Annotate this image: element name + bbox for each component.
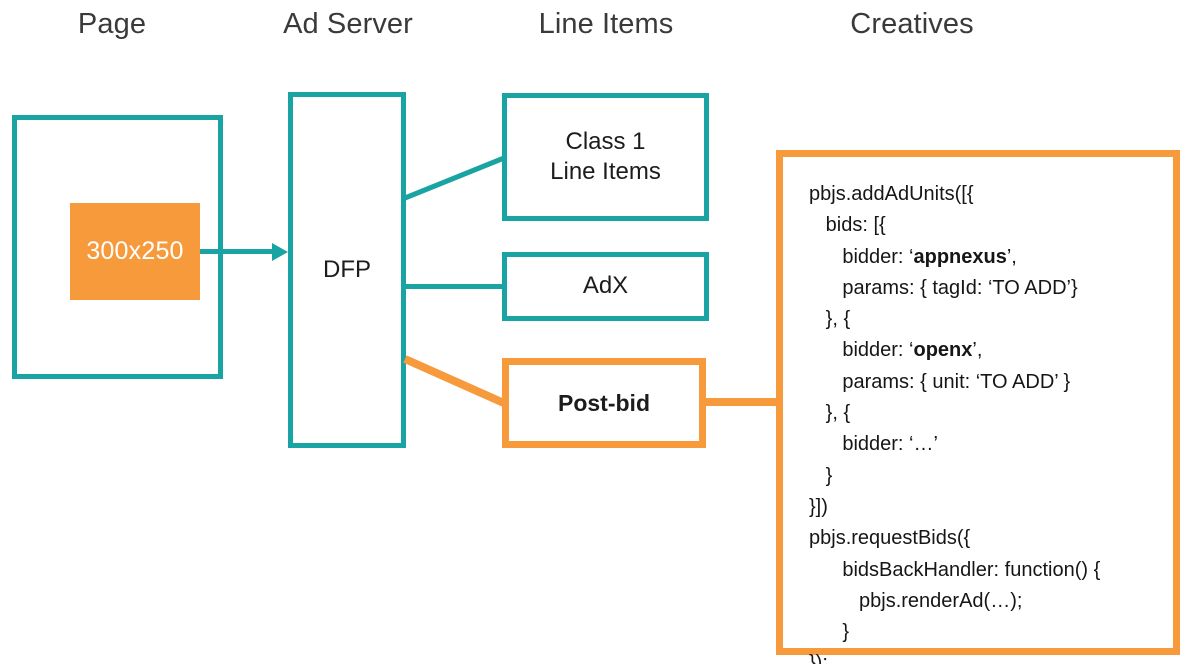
code-bidder-name: openx: [913, 339, 973, 362]
line-item-class1-box[interactable]: Class 1 Line Items: [502, 93, 709, 221]
line-item-adx-label: AdX: [582, 272, 629, 300]
code-line: bidsBackHandler: function() {: [809, 558, 1101, 581]
connector-dfp-to-postbid: [403, 355, 508, 408]
line-item-adx-box[interactable]: AdX: [502, 252, 709, 321]
line-item-class1-line2: Line Items: [550, 158, 661, 185]
line-item-class1-label: Class 1 Line Items: [550, 127, 661, 187]
code-line: bidder: ‘openx’,: [809, 339, 983, 362]
code-line: pbjs.renderAd(…);: [809, 589, 1023, 612]
connector-postbid-to-code: [700, 398, 782, 406]
code-line: params: { unit: ‘TO ADD’ }: [809, 370, 1071, 393]
column-header-ad-server: Ad Server: [283, 8, 413, 40]
code-line: }: [809, 464, 833, 487]
code-line: });: [809, 652, 828, 664]
connector-arrowhead-icon: [272, 243, 288, 261]
connector-dfp-to-adx: [402, 284, 504, 289]
creative-slot-300x250[interactable]: 300x250: [70, 203, 200, 300]
column-header-line-items: Line Items: [538, 8, 674, 40]
ad-server-dfp-label: DFP: [323, 255, 371, 283]
code-line: bidder: ‘appnexus’,: [809, 245, 1017, 268]
line-item-postbid-box[interactable]: Post-bid: [502, 358, 706, 448]
code-line: }]): [809, 495, 828, 518]
code-line: }: [809, 621, 850, 644]
code-line: bidder: ‘…’: [809, 433, 938, 456]
line-item-class1-line1: Class 1: [565, 127, 646, 155]
creatives-code-text: pbjs.addAdUnits([{ bids: [{ bidder: ‘app…: [809, 179, 1100, 664]
code-line: params: { tagId: ‘TO ADD’}: [809, 276, 1078, 299]
ad-server-dfp-box[interactable]: DFP: [288, 92, 406, 448]
code-line: pbjs.addAdUnits([{: [809, 183, 974, 205]
code-line: }, {: [809, 308, 851, 331]
code-line: pbjs.requestBids({: [809, 527, 971, 550]
code-line: bids: [{: [809, 214, 886, 237]
column-header-creatives: Creatives: [850, 8, 974, 40]
connector-page-to-dfp: [200, 249, 278, 254]
line-item-postbid-label: Post-bid: [558, 389, 650, 416]
connector-dfp-to-class1: [404, 155, 505, 201]
column-header-page: Page: [77, 8, 147, 40]
code-line: }, {: [809, 402, 851, 425]
creatives-code-box[interactable]: pbjs.addAdUnits([{ bids: [{ bidder: ‘app…: [776, 150, 1180, 664]
code-bidder-name: appnexus: [913, 245, 1007, 268]
creative-slot-label: 300x250: [86, 237, 184, 265]
